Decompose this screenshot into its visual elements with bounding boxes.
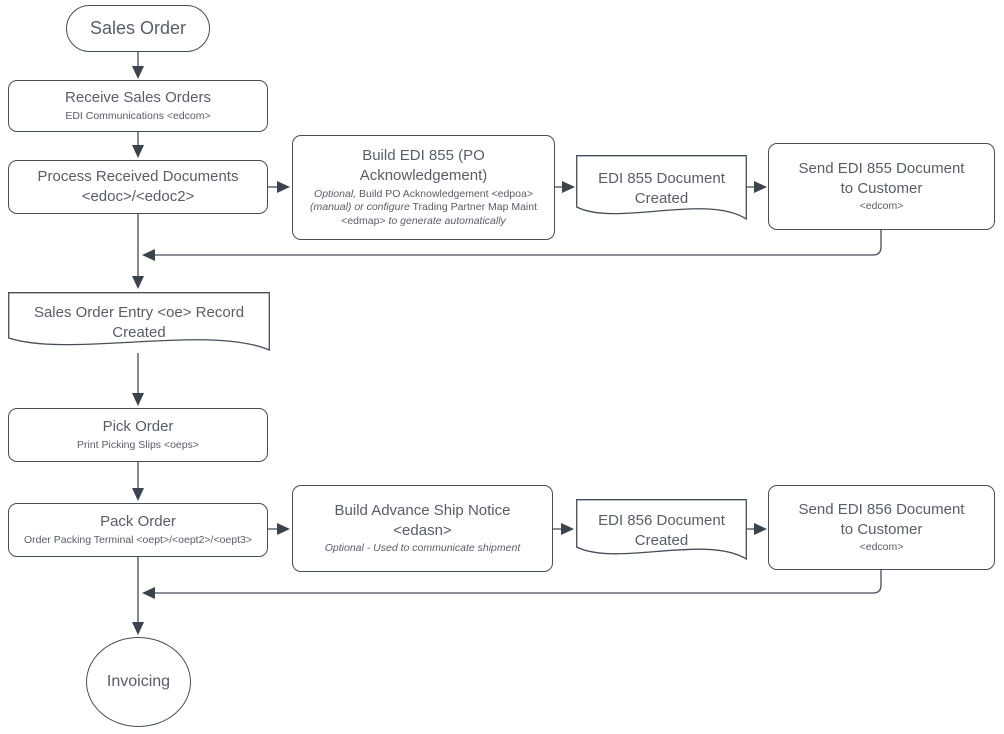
arrow-process-to-build855 [268,181,290,193]
arrow-build855-to-doc855 [555,181,575,193]
document-shape-outline [8,292,270,351]
arrow-pick-to-pack [132,462,144,501]
node-sublabel: Optional, Build PO Acknowledgement <edpo… [299,188,549,230]
node-label: EDI 855 Document Created [598,170,725,207]
node-sales-order-entry-record: Sales Order Entry <oe> Record Created [8,292,270,354]
arrow-doc855-to-send855 [747,181,767,193]
node-label: Receive Sales Orders [65,89,211,107]
document-shape-outline [576,155,747,221]
node-label: Pack Order [100,513,176,531]
arrow-soe-record-to-pick [132,353,144,406]
arrow-process-to-soe-record [132,214,144,289]
node-edi-855-document-created: EDI 855 Document Created [576,155,747,223]
node-label: Build EDI 855 (PO Acknowledgement) [359,146,488,184]
node-send-edi-856-document: Send EDI 856 Document to Customer <edcom… [768,485,995,570]
node-label: Sales Order [89,17,187,38]
node-sublabel: EDI Communications <edcom> [65,109,211,122]
arrow-send856-return [142,570,882,599]
node-edi-856-document-created: EDI 856 Document Created [576,499,747,563]
node-label: Build Advance Ship Notice <edasn> [334,501,511,539]
arrow-sales-order-to-receive [132,52,144,79]
arrow-receive-to-process [132,132,144,158]
sublabel-segment: Optional, [314,187,357,200]
node-sublabel: Print Picking Slips <oeps> [77,438,199,451]
node-sublabel: Order Packing Terminal <oept>/<oept2>/<o… [23,533,253,546]
node-build-edi-855: Build EDI 855 (PO Acknowledgement) Optio… [292,135,555,240]
arrow-pack-to-buildasn [268,523,290,535]
node-label: Send EDI 855 Document to Customer [798,159,965,197]
node-label: Pick Order [102,418,174,436]
node-receive-sales-orders: Receive Sales Orders EDI Communications … [8,80,268,132]
arrow-pack-to-invoicing [132,557,144,635]
node-build-advance-ship-notice: Build Advance Ship Notice <edasn> Option… [292,485,553,572]
sublabel-segment: Build PO Acknowledgement <edpoa> [356,187,533,200]
node-pack-order: Pack Order Order Packing Terminal <oept>… [8,503,268,557]
arrow-doc856-to-send856 [747,523,767,535]
sublabel-segment: (manual) or configure [309,201,410,214]
node-invoicing: Invoicing [86,637,191,727]
node-sublabel: <edcom> [859,541,904,554]
node-label: Send EDI 856 Document to Customer [798,500,965,538]
arrow-buildasn-to-doc856 [553,523,574,535]
node-sublabel: <edcom> [859,200,904,213]
document-shape-outline [576,499,747,561]
node-label: Invoicing [106,672,171,690]
node-label: EDI 856 Document Created [598,512,725,549]
node-pick-order: Pick Order Print Picking Slips <oeps> [8,408,268,462]
node-label: Process Received Documents <edoc>/<edoc2… [37,168,239,205]
node-send-edi-855-document: Send EDI 855 Document to Customer <edcom… [768,143,995,230]
node-sublabel: Optional - Used to communicate shipment [324,542,521,555]
node-label: Sales Order Entry <oe> Record Created [33,304,245,341]
sublabel-segment: Trading Partner Map Maint <edmap> [341,201,538,228]
node-sales-order: Sales Order [66,5,210,52]
sublabel-segment: to generate automatically [388,215,506,228]
node-process-received-documents: Process Received Documents <edoc>/<edoc2… [8,160,268,214]
